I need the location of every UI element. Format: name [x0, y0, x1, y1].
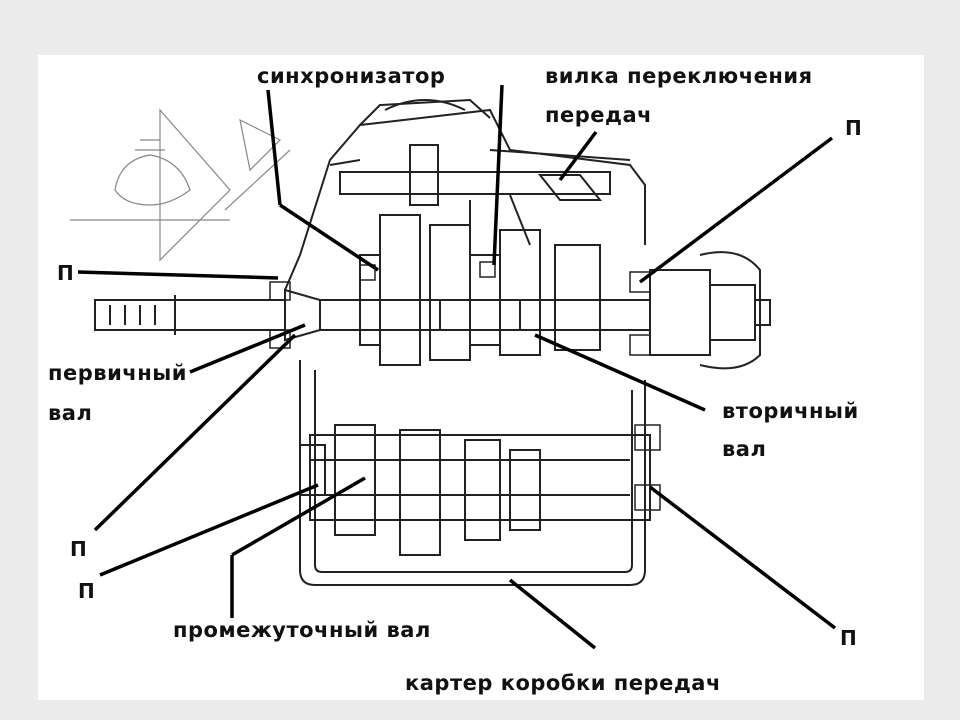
label-shift-fork-line1: вилка переключения	[545, 64, 813, 88]
output-flange	[699, 251, 761, 370]
bearing-marker-top-right: П	[845, 116, 863, 140]
bearing-marker-left-middle: П	[70, 537, 88, 561]
leader-lines	[77, 84, 837, 650]
label-synchronizer: синхронизатор	[257, 64, 446, 88]
label-input-shaft-line1: первичный	[48, 361, 187, 385]
label-output-shaft-line1: вторичный	[722, 399, 859, 423]
countershaft-gears	[299, 424, 651, 556]
main-shaft-gears	[359, 214, 601, 366]
label-input-shaft-line2: вал	[48, 401, 93, 425]
shift-lever-sketch	[70, 108, 291, 262]
bearing-marker-bottom-right: П	[840, 626, 858, 650]
bearing-marker-left-lower: П	[78, 579, 96, 603]
shift-rail-and-fork	[339, 144, 611, 260]
bearing-marker-left-upper: П	[57, 261, 75, 285]
label-output-shaft-line2: вал	[722, 437, 767, 461]
label-shift-fork-line2: передач	[545, 103, 653, 127]
output-shaft-body	[319, 269, 771, 356]
diagram-sheet	[38, 55, 924, 700]
label-countershaft: промежуточный вал	[173, 618, 431, 642]
label-gearbox-housing: картер коробки передач	[405, 671, 721, 695]
